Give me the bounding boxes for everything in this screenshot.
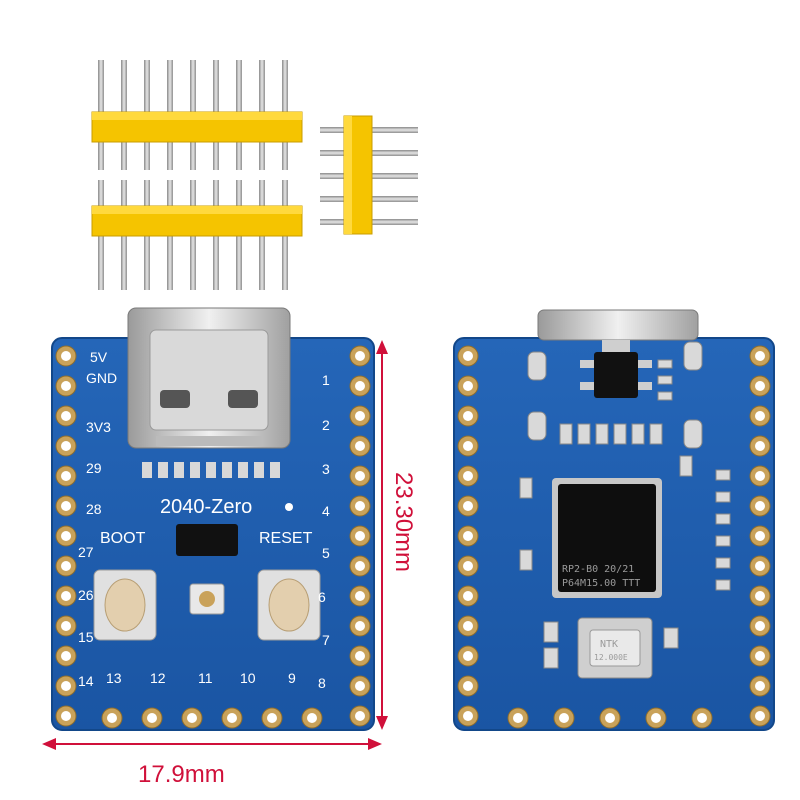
right-pin-5: 5 bbox=[322, 545, 330, 561]
back-left-pads bbox=[457, 345, 479, 727]
right-pin-1: 1 bbox=[322, 372, 330, 388]
bottom-pin-13: 13 bbox=[106, 670, 122, 686]
label-5v: 5V bbox=[90, 349, 108, 365]
right-pin-4: 4 bbox=[322, 503, 330, 519]
left-pin-28: 28 bbox=[86, 501, 102, 517]
bottom-pin-11: 11 bbox=[198, 670, 213, 686]
height-dimension: 23.30mm bbox=[376, 340, 417, 730]
usb-shell-back bbox=[537, 309, 699, 341]
pin-header-5-side bbox=[320, 115, 418, 235]
right-pin-6: 6 bbox=[318, 589, 326, 605]
crystal-marking-line1: NTK bbox=[600, 639, 618, 650]
crystal-oscillator: NTK 12.000E bbox=[577, 617, 653, 679]
height-label: 23.30mm bbox=[390, 472, 417, 572]
back-side-components bbox=[519, 455, 731, 669]
pin-header-9-top bbox=[91, 60, 303, 170]
bottom-pin-9: 9 bbox=[288, 670, 296, 686]
left-pin-26: 26 bbox=[78, 587, 94, 603]
right-pin-7: 7 bbox=[322, 632, 330, 648]
board-name: 2040-Zero bbox=[160, 496, 252, 518]
left-pin-14: 14 bbox=[78, 673, 94, 689]
chip-marking-line1: RP2-B0 20/21 bbox=[562, 564, 634, 575]
boot-label: BOOT bbox=[100, 530, 146, 547]
left-pin-27: 27 bbox=[78, 544, 94, 560]
board-name-dot bbox=[285, 503, 293, 511]
width-dimension: 17.9mm bbox=[42, 738, 382, 788]
back-components-top bbox=[527, 341, 703, 449]
right-pin-3: 3 bbox=[322, 461, 330, 477]
pin-header-9-bottom bbox=[91, 180, 303, 290]
flash-chip bbox=[176, 524, 238, 556]
bottom-pin-10: 10 bbox=[240, 670, 256, 686]
bottom-pin-12: 12 bbox=[150, 670, 166, 686]
usb-c-connector bbox=[127, 307, 291, 449]
voltage-regulator bbox=[580, 340, 652, 398]
reset-label: RESET bbox=[259, 530, 313, 547]
board-front: 2040-Zero BOOT RESET 5V GND 3V3 29 28 27… bbox=[51, 307, 375, 731]
label-3v3: 3V3 bbox=[86, 419, 111, 435]
width-label: 17.9mm bbox=[138, 761, 225, 788]
left-pin-29: 29 bbox=[86, 460, 102, 476]
front-test-pads bbox=[142, 462, 280, 478]
boot-button[interactable] bbox=[93, 569, 157, 641]
chip-marking-line2: P64M15.00 TTT bbox=[562, 578, 640, 589]
front-right-pads bbox=[349, 345, 371, 727]
crystal-marking-line2: 12.000E bbox=[594, 653, 628, 662]
board-back: RP2-B0 20/21 P64M15.00 TTT NTK 12.000E bbox=[453, 309, 775, 731]
label-gnd: GND bbox=[86, 370, 117, 386]
rgb-led bbox=[189, 583, 225, 615]
rp2040-chip: RP2-B0 20/21 P64M15.00 TTT bbox=[552, 478, 662, 598]
reset-button[interactable] bbox=[257, 569, 321, 641]
left-pin-15: 15 bbox=[78, 629, 94, 645]
right-pin-8: 8 bbox=[318, 675, 326, 691]
right-pin-2: 2 bbox=[322, 417, 330, 433]
